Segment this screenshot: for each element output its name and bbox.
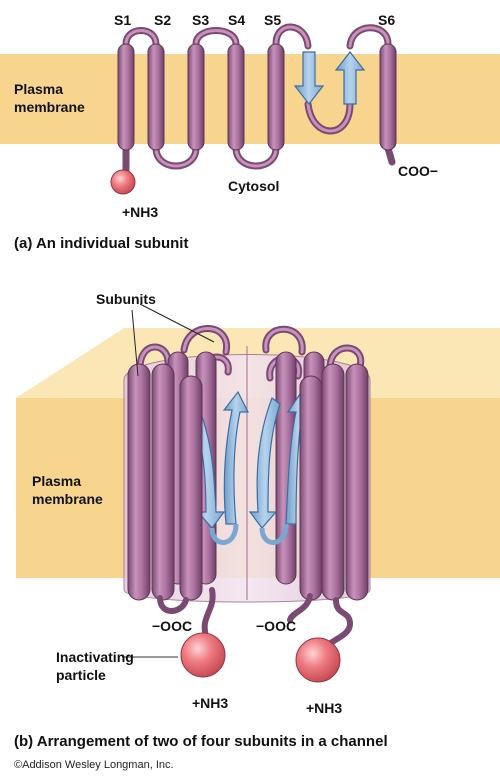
membrane-label-b-2: membrane	[32, 491, 103, 507]
helix-s3-a	[187, 43, 205, 151]
inactivating-ball-left	[180, 632, 226, 678]
pore-arrow-down-a	[293, 51, 325, 105]
coo-label: COO−	[398, 163, 438, 179]
nh3-label-left: +NH3	[192, 695, 228, 711]
segment-label: S1	[114, 12, 131, 28]
copyright: ©Addison Wesley Longman, Inc.	[14, 759, 174, 771]
panel-b: Subunits Plasma membrane −OOC −OOC Inact…	[14, 291, 500, 750]
membrane-label-a-2: membrane	[14, 99, 85, 115]
inactivating-label: Inactivating	[56, 649, 134, 665]
nh3-label-a: +NH3	[122, 204, 158, 220]
segment-label: S2	[154, 12, 171, 28]
ooc-label-right: −OOC	[256, 618, 296, 634]
segment-label: S5	[264, 12, 281, 28]
tails-b	[157, 587, 354, 651]
front-helices-b	[127, 363, 369, 601]
segment-label: S4	[228, 12, 245, 28]
helix-s4-a	[227, 43, 245, 151]
helix-s2-a	[147, 43, 165, 151]
membrane-label-b: Plasma	[32, 473, 81, 489]
caption-b: (b) Arrangement of two of four subunits …	[14, 733, 388, 750]
helix-s6-a	[379, 43, 397, 151]
subunits-label: Subunits	[96, 291, 156, 307]
nh3-ball-a	[110, 169, 136, 195]
inactivating-ball-right	[295, 637, 341, 683]
pore-arrow-up-a	[334, 51, 366, 105]
nh3-label-right: +NH3	[306, 700, 342, 716]
caption-a: (a) An individual subunit	[14, 235, 188, 252]
membrane-label-a: Plasma	[14, 81, 63, 97]
ooc-label-left: −OOC	[152, 618, 192, 634]
membrane-band-a	[0, 54, 500, 144]
helix-s1-a	[117, 43, 135, 151]
inactivating-label-2: particle	[56, 667, 106, 683]
cytosol-label: Cytosol	[228, 178, 279, 194]
helix-s5-a	[267, 43, 285, 151]
panel-a: S1 S2 S3 S4 S5 S6 Plasma membrane Cytoso…	[0, 12, 500, 252]
segment-label: S3	[192, 12, 209, 28]
segment-label: S6	[378, 12, 395, 28]
